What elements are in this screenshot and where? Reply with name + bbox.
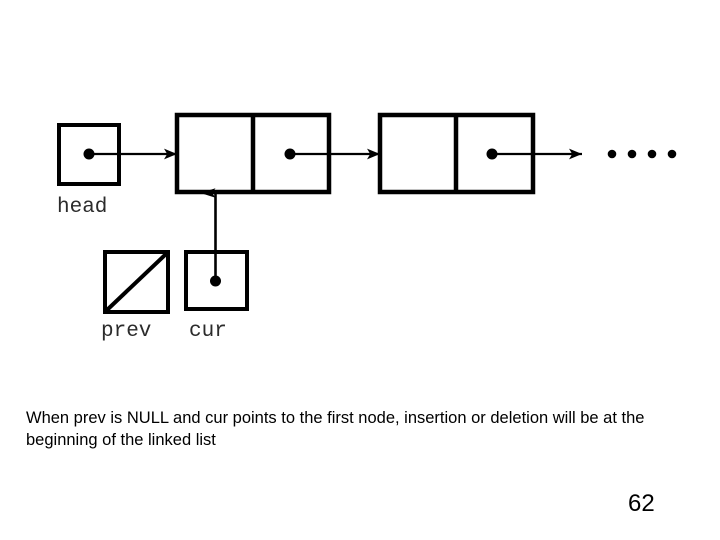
caption-text: When prev is NULL and cur points to the … (26, 409, 645, 449)
continuation-dot (667, 149, 677, 159)
cur-label: cur (189, 320, 227, 343)
continuation-dot (627, 149, 637, 159)
page-number: 62 (628, 490, 655, 517)
continuation-dot (647, 149, 657, 159)
continuation-dot (607, 149, 617, 159)
continuation-dots (607, 149, 677, 159)
prev-label: prev (101, 320, 152, 343)
null-slash-icon (105, 252, 168, 312)
head-label: head (57, 196, 108, 219)
prev-pointer-box (103, 250, 170, 314)
